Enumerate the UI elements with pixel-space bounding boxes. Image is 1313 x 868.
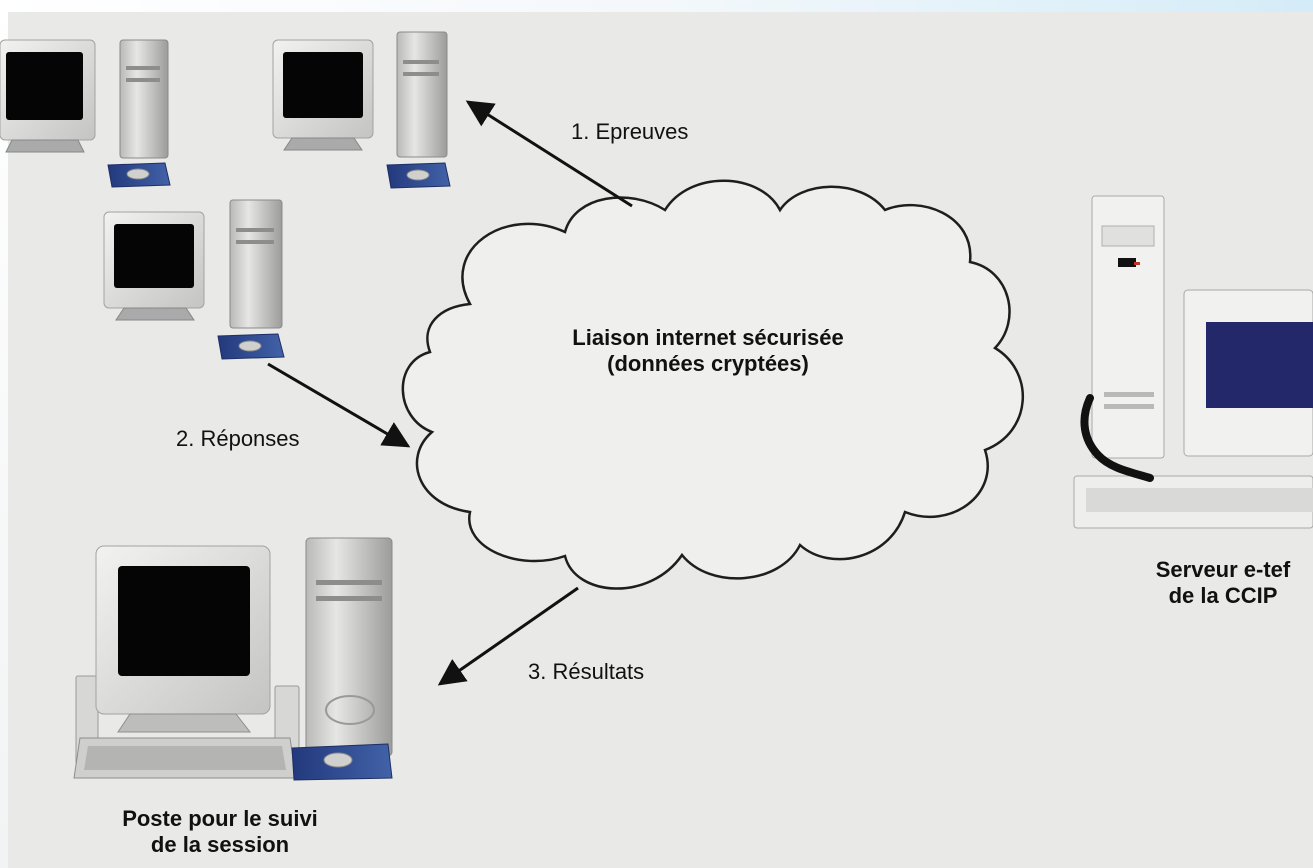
internet-cloud	[401, 179, 1025, 590]
cloud-label: Liaison internet sécurisée (données cryp…	[496, 325, 920, 377]
label-resultats: 3. Résultats	[528, 659, 645, 684]
server-label: Serveur e-tef de la CCIP	[1138, 557, 1308, 609]
label-epreuves: 1. Epreuves	[571, 119, 689, 144]
cloud-label-line-2: (données cryptées)	[607, 351, 809, 376]
cloud-label-line-1: Liaison internet sécurisée	[572, 325, 844, 350]
monitoring-station-label-line-1: Poste pour le suivi	[122, 806, 318, 831]
server-label-line-2: de la CCIP	[1168, 583, 1278, 608]
client-workstation-2	[272, 31, 451, 189]
top-gradient-band	[0, 0, 1313, 12]
monitoring-station-label: Poste pour le suivi de la session	[60, 806, 380, 858]
client-workstation-3	[103, 199, 285, 360]
arrow-resultats	[437, 586, 579, 686]
arrow-epreuves	[465, 100, 633, 208]
server-machine	[1073, 195, 1313, 529]
left-edge-band	[0, 0, 8, 868]
arrow-reponses	[267, 362, 411, 448]
server-label-line-1: Serveur e-tef	[1155, 557, 1291, 582]
client-workstation-1	[0, 39, 171, 188]
monitoring-workstation	[73, 537, 393, 781]
label-reponses: 2. Réponses	[176, 426, 300, 451]
monitoring-station-label-line-2: de la session	[150, 832, 290, 857]
